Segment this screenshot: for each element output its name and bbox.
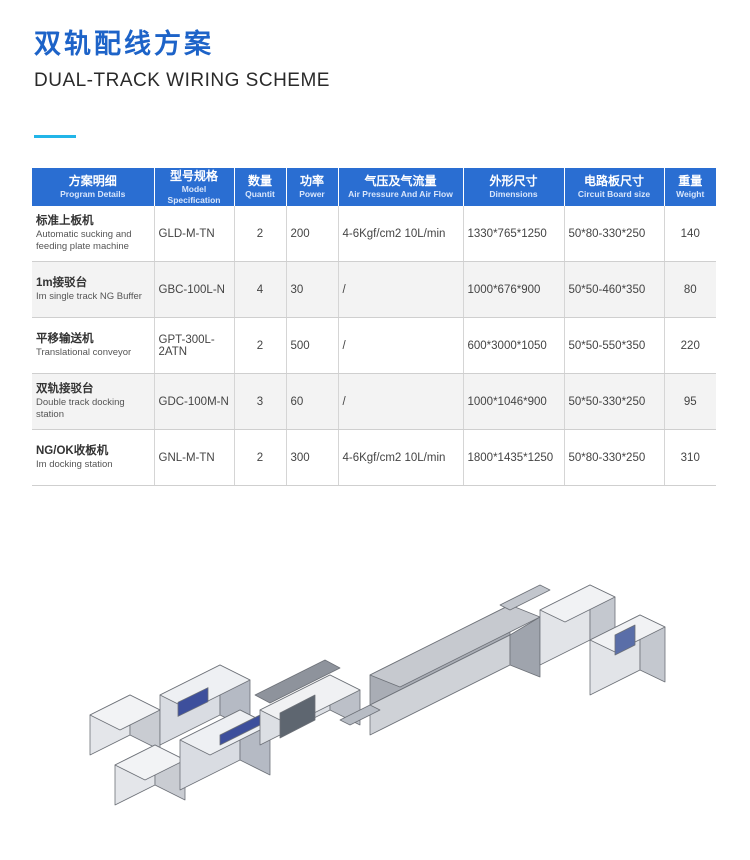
row-dim-cell: 1330*765*1250	[463, 206, 565, 262]
row-qty-cell: 2	[234, 206, 287, 262]
title-accent-bar	[34, 135, 76, 138]
row-qty-cell: 4	[234, 261, 287, 318]
page-title-en: DUAL-TRACK WIRING SCHEME	[34, 70, 330, 91]
row-weight-cell: 220	[664, 317, 716, 374]
row-qty-cell: 2	[234, 429, 287, 486]
row-dim-cell: 1000*676*900	[463, 261, 565, 318]
row-dim-cell: 600*3000*1050	[463, 317, 565, 374]
row-board-cell: 50*50-330*250	[564, 373, 665, 430]
reflow-oven-illustration	[369, 604, 541, 736]
row-board-cell: 50*80-330*250	[564, 429, 665, 486]
page-title-cn: 双轨配线方案	[34, 29, 214, 60]
row-model-cell: GBC-100L-N	[154, 261, 235, 318]
row-power-cell: 500	[286, 317, 339, 374]
mounter-machine-illustration	[159, 664, 271, 791]
row-power-cell: 60	[286, 373, 339, 430]
row-weight-cell: 80	[664, 261, 716, 318]
row-model-cell: GDC-100M-N	[154, 373, 235, 430]
row-power-cell: 30	[286, 261, 339, 318]
loader-machine-illustration	[89, 694, 186, 806]
production-line-illustration	[89, 584, 666, 806]
row-weight-cell: 95	[664, 373, 716, 430]
row-board-cell: 50*50-550*350	[564, 317, 665, 374]
row-model-cell: GLD-M-TN	[154, 206, 235, 262]
row-air-cell: 4-6Kgf/cm2 10L/min	[338, 206, 464, 262]
unloader-machine-illustration	[539, 584, 666, 696]
row-dim-cell: 1000*1046*900	[463, 373, 565, 430]
row-qty-cell: 3	[234, 373, 287, 430]
row-weight-cell: 310	[664, 429, 716, 486]
row-power-cell: 200	[286, 206, 339, 262]
row-weight-cell: 140	[664, 206, 716, 262]
row-board-cell: 50*50-460*350	[564, 261, 665, 318]
row-air-cell: /	[338, 317, 464, 374]
row-air-cell: /	[338, 261, 464, 318]
placement-machine-illustration	[254, 659, 361, 746]
row-power-cell: 300	[286, 429, 339, 486]
row-qty-cell: 2	[234, 317, 287, 374]
row-model-cell: GPT-300L-2ATN	[154, 317, 235, 374]
row-air-cell: /	[338, 373, 464, 430]
row-dim-cell: 1800*1435*1250	[463, 429, 565, 486]
row-air-cell: 4-6Kgf/cm2 10L/min	[338, 429, 464, 486]
row-board-cell: 50*80-330*250	[564, 206, 665, 262]
row-model-cell: GNL-M-TN	[154, 429, 235, 486]
